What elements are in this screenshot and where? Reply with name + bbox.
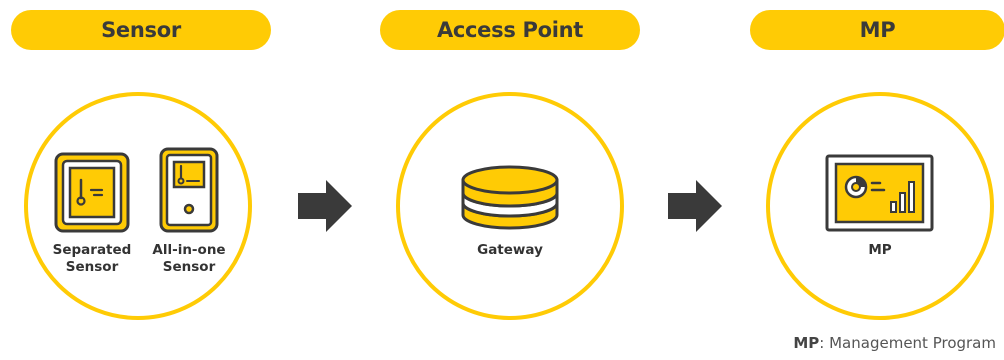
arrow-right-icon <box>298 180 352 232</box>
stage-header-sensor: Sensor <box>11 10 271 50</box>
all-in-one-sensor-label-line2: Sensor <box>163 259 216 275</box>
stage-header-mp: MP <box>750 10 1004 50</box>
all-in-one-sensor-label-line1: All-in-one <box>152 242 225 258</box>
separated-sensor-label-line1: Separated <box>53 242 132 258</box>
sensor-stage: Separated Sensor All-in-one Sensor <box>24 92 252 320</box>
dashboard-monitor-icon <box>825 154 934 232</box>
access-point-stage: Gateway <box>396 92 624 320</box>
mp-stage: MP <box>766 92 994 320</box>
gateway-icon <box>461 165 559 230</box>
gateway-label: Gateway <box>477 242 543 258</box>
separated-sensor-label-line2: Sensor <box>66 259 119 275</box>
mp-label: MP <box>868 242 891 258</box>
footnote-abbr: MP <box>793 334 820 352</box>
all-in-one-sensor-icon <box>159 147 219 233</box>
separated-sensor-icon <box>54 152 130 233</box>
stage-header-access-point: Access Point <box>380 10 640 50</box>
footnote: MP: Management Program <box>793 334 996 352</box>
arrow-right-icon <box>668 180 722 232</box>
footnote-definition: : Management Program <box>819 334 996 352</box>
